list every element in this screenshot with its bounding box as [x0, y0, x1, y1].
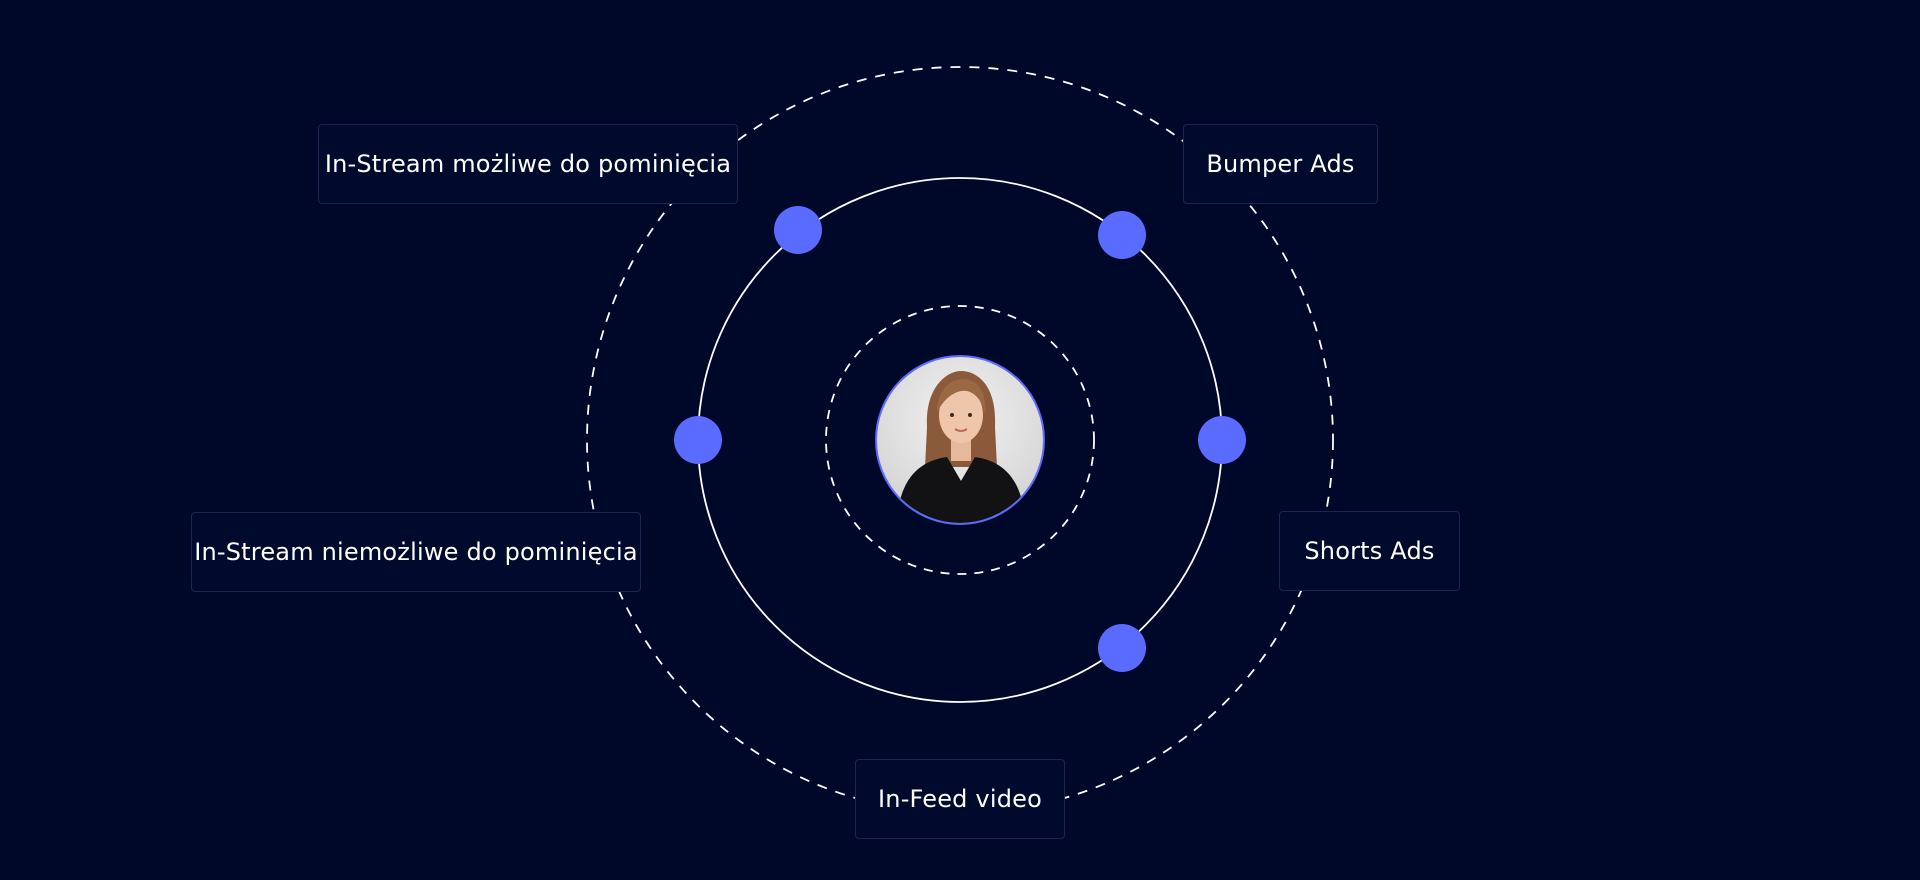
node-top-right — [1098, 211, 1146, 259]
inner-dashed-ring — [825, 305, 1095, 575]
person-portrait-icon — [897, 371, 1025, 523]
label-instream-skippable: In-Stream możliwe do pominięcia — [318, 124, 738, 204]
label-bumper-ads: Bumper Ads — [1183, 124, 1378, 204]
label-shorts-ads: Shorts Ads — [1279, 511, 1460, 591]
label-infeed-video: In-Feed video — [855, 759, 1065, 839]
avatar — [875, 355, 1045, 525]
node-right — [1198, 416, 1246, 464]
node-left — [674, 416, 722, 464]
node-top-left — [774, 206, 822, 254]
outer-dashed-ring — [586, 66, 1334, 814]
label-instream-nonskippable: In-Stream niemożliwe do pominięcia — [191, 512, 641, 592]
node-bottom-right — [1098, 624, 1146, 672]
